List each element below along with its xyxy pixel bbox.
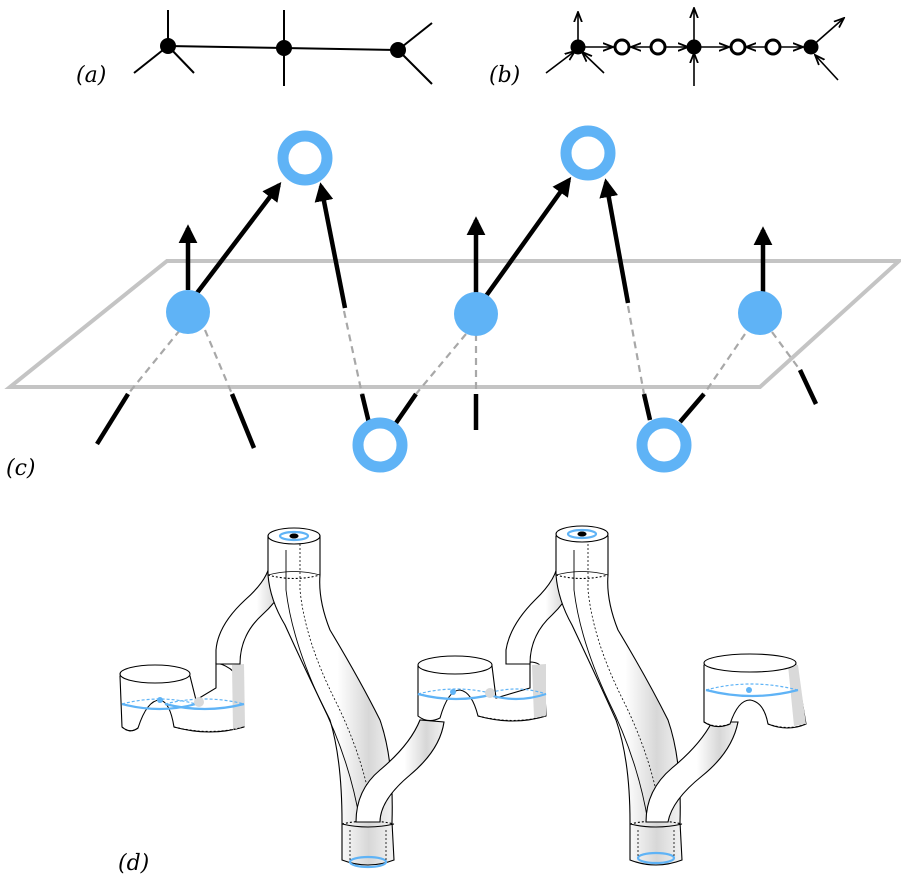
panel-label-c: (c) bbox=[6, 456, 36, 481]
panel-label-b: (b) bbox=[489, 63, 520, 88]
panel-c-hidden-edges bbox=[127, 305, 801, 395]
panel-b-open-node-3 bbox=[729, 38, 747, 56]
panel-a-node-2 bbox=[276, 40, 292, 56]
panel-b: (b) bbox=[489, 8, 844, 88]
panel-d-pants-left bbox=[119, 662, 245, 733]
panel-d-tube-left-2 bbox=[355, 719, 445, 823]
panel-b-open-node-1 bbox=[613, 38, 631, 56]
panel-c-node-2 bbox=[454, 292, 498, 336]
panel-c-open-node-bottom-1 bbox=[352, 417, 408, 473]
panel-a-node-3 bbox=[390, 42, 406, 58]
panel-b-node-1 bbox=[570, 39, 586, 55]
panel-a: (a) bbox=[76, 10, 433, 88]
panel-label-d: (d) bbox=[118, 851, 149, 876]
panel-b-node-2 bbox=[686, 39, 702, 55]
panel-c-open-node-top-1 bbox=[277, 130, 333, 186]
panel-b-open-node-4 bbox=[764, 38, 782, 56]
panel-c-open-node-top-2 bbox=[560, 125, 616, 181]
panel-a-node-1 bbox=[160, 38, 176, 54]
panel-c-node-3 bbox=[738, 291, 782, 335]
panel-c-open-node-bottom-2 bbox=[636, 417, 692, 473]
panel-c-plane bbox=[4, 259, 901, 389]
panel-c-lower-legs bbox=[95, 369, 819, 449]
panel-c: (c) bbox=[4, 125, 901, 481]
panel-c-node-1 bbox=[166, 290, 210, 334]
panel-b-open-node-2 bbox=[649, 38, 667, 56]
panel-label-a: (a) bbox=[76, 63, 106, 88]
panel-b-node-3 bbox=[803, 39, 819, 55]
panel-c-upper-edges bbox=[178, 176, 773, 309]
panel-d: (d) bbox=[118, 525, 807, 876]
panel-d-pants-middle bbox=[417, 655, 547, 722]
panel-d-tube-right bbox=[645, 721, 739, 823]
panel-d-pants-right bbox=[703, 653, 807, 729]
panel-d-tall-tube-right bbox=[555, 525, 683, 866]
